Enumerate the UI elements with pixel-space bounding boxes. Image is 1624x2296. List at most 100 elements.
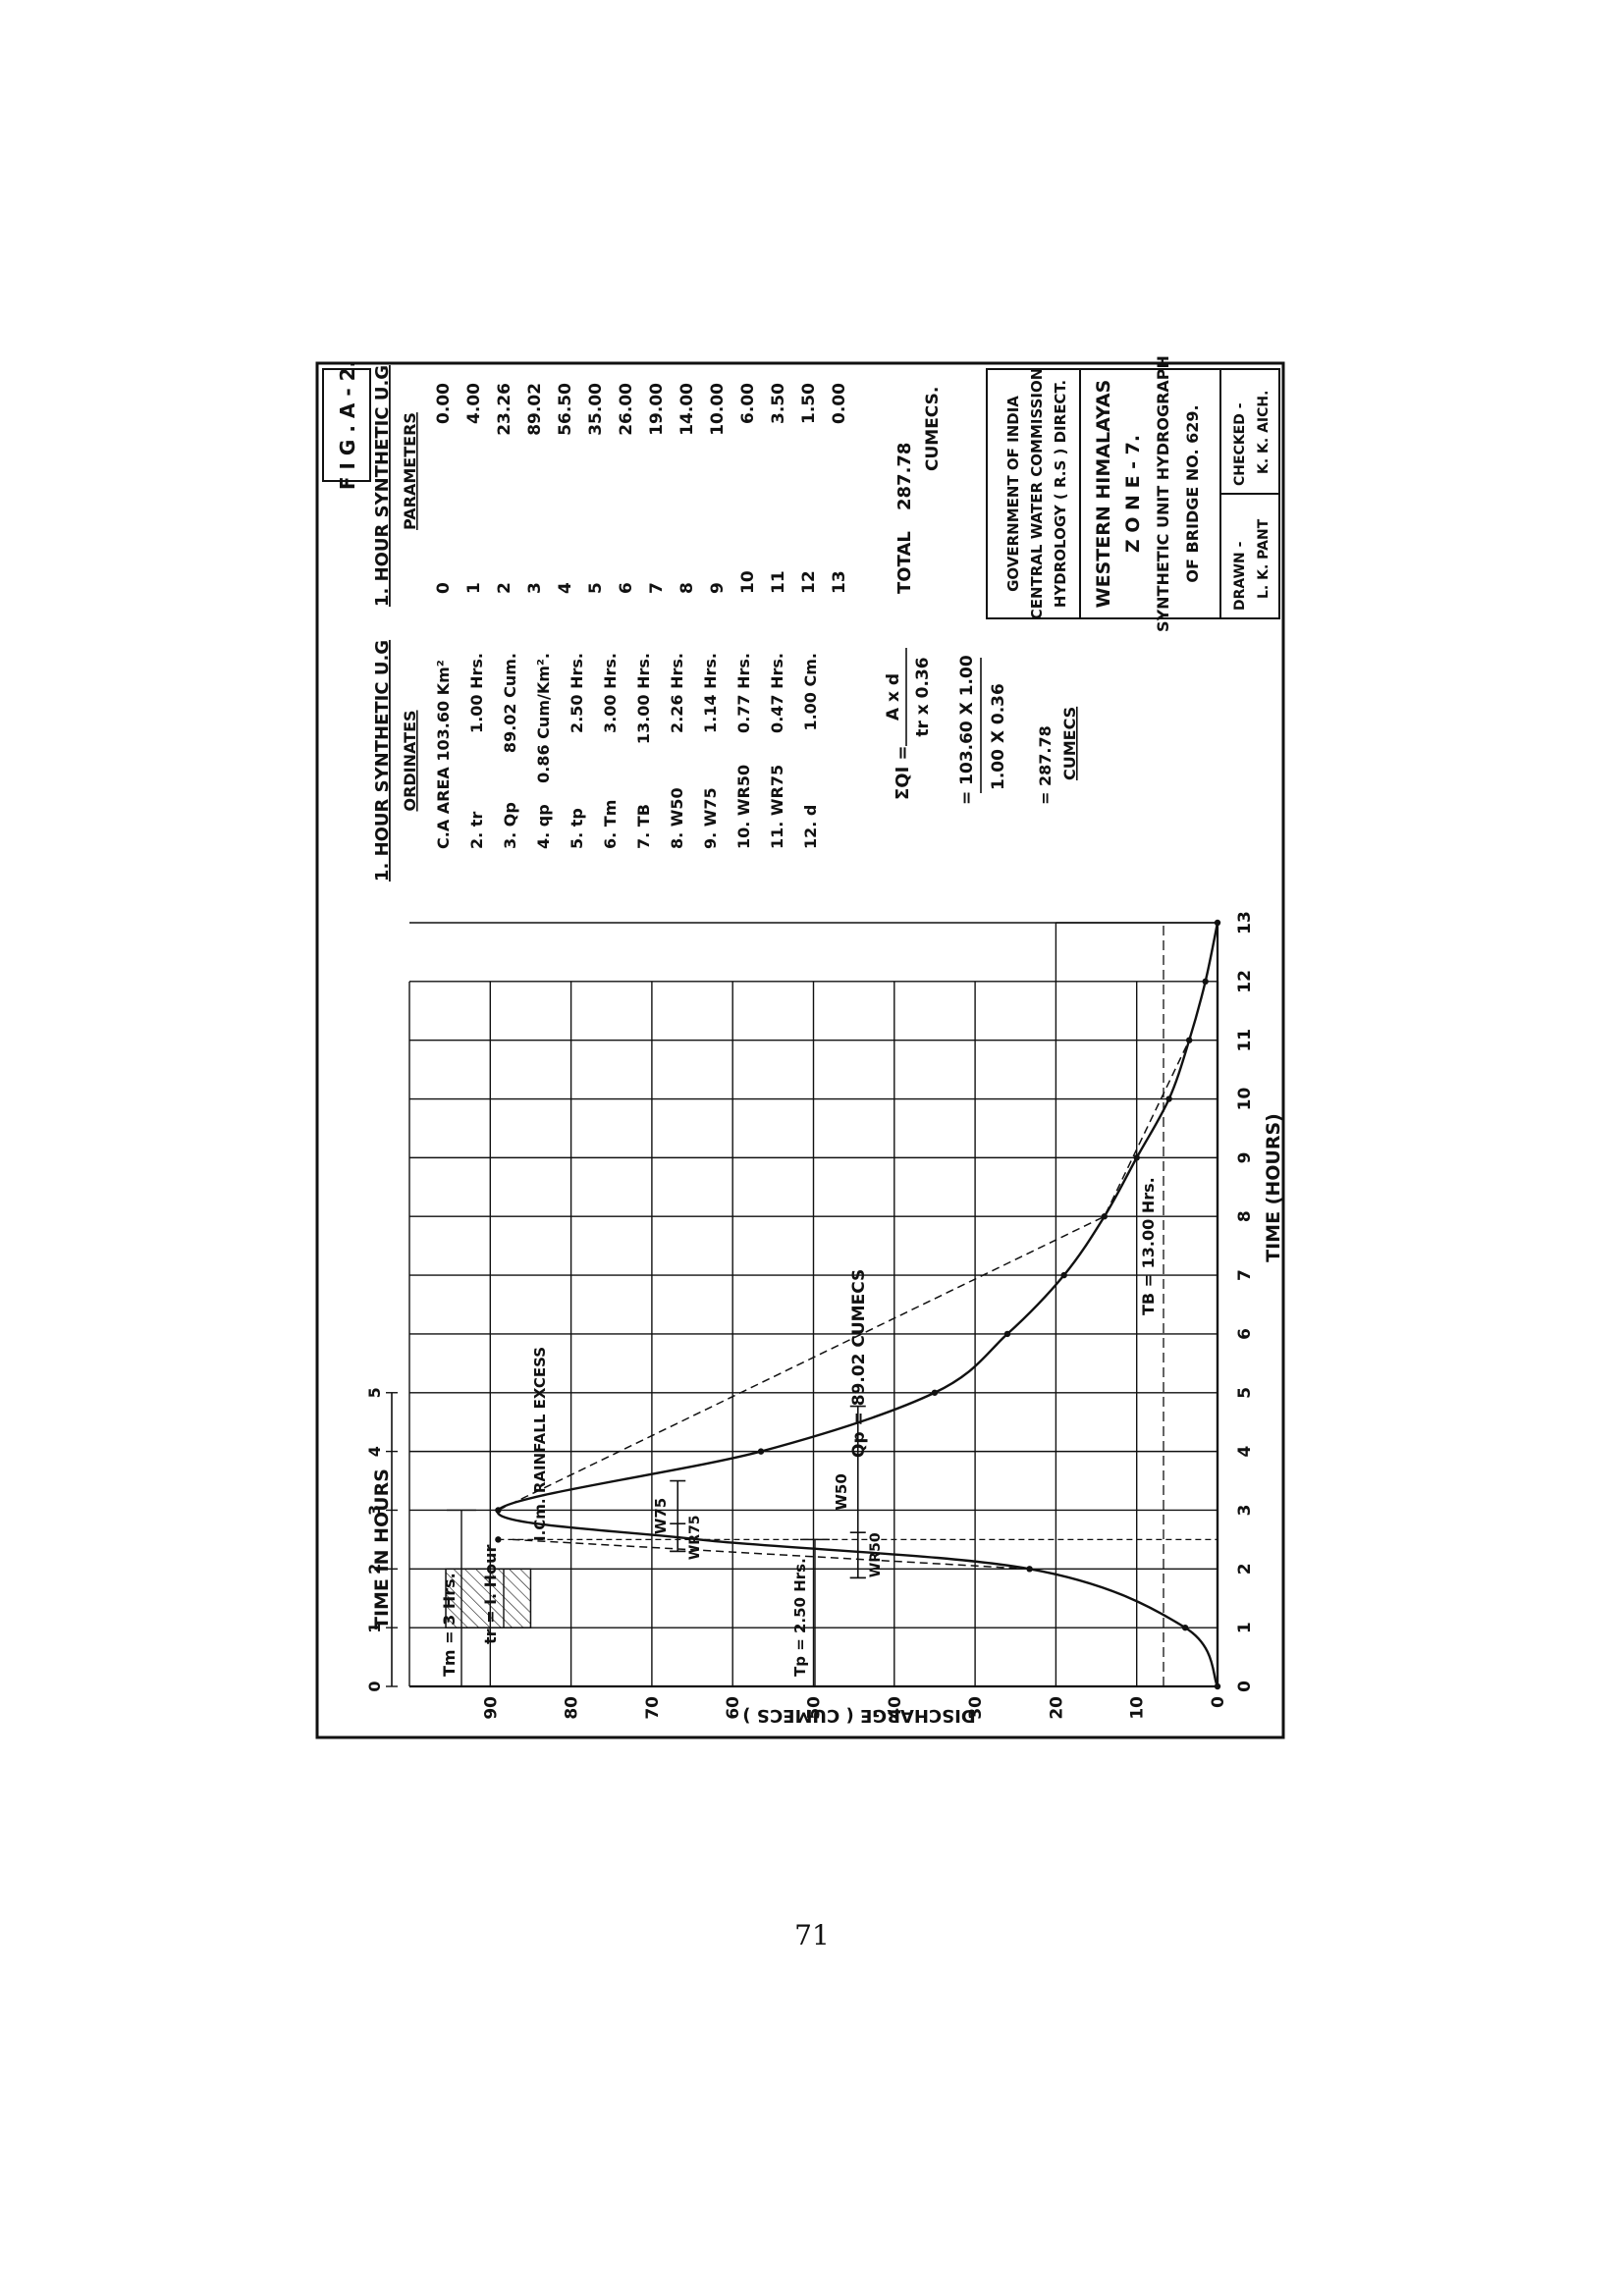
- x-tick-label: 4: [1235, 1446, 1255, 1458]
- figure-label-box: [322, 368, 371, 482]
- y-tick-label: 60: [724, 1696, 743, 1720]
- y-tick-label: 10: [1128, 1696, 1148, 1720]
- ordinate-label: 5. tp: [568, 808, 586, 849]
- parameter-time: 4: [556, 582, 575, 594]
- ordinate-label: 11. WR75: [768, 765, 786, 849]
- rainfall-annotation: I.Cm. RAINFALL EXCESS: [531, 1347, 549, 1541]
- parameters-heading: 1. HOUR SYNTHETIC U.G: [372, 365, 393, 607]
- x-tick-label: 7: [1235, 1269, 1255, 1281]
- parameter-discharge: 1.50: [799, 383, 819, 424]
- calc-denominator: 1.00 X 0.36: [989, 683, 1008, 790]
- parameter-time: 1: [464, 582, 484, 594]
- width-label-w50: W50: [833, 1473, 850, 1510]
- parameter-discharge: 4.00: [464, 383, 484, 424]
- ordinate-value: 89.02 Cum.: [501, 653, 519, 753]
- ordinate-label: 8. W50: [668, 787, 686, 849]
- org-line-2: CENTRAL WATER COMMISSION: [1028, 368, 1046, 620]
- ordinate-value: 1.14 Hrs.: [701, 653, 720, 733]
- x-tick-label: 10: [1235, 1088, 1255, 1111]
- checked-label: CHECKED -: [1232, 402, 1248, 486]
- drawn-label: DRAWN -: [1232, 541, 1248, 611]
- calc-numerator: = 103.60 X 1.00: [957, 655, 977, 805]
- parameter-time: 6: [617, 582, 636, 594]
- formula-numerator: A x d: [884, 673, 903, 721]
- x-tick-label: 13: [1235, 911, 1255, 934]
- figure-label: F I G . A - 2.: [336, 360, 359, 490]
- parameter-time: 9: [708, 582, 728, 594]
- top-tick-label: 0: [365, 1681, 384, 1691]
- parameter-discharge: 35.00: [586, 383, 606, 436]
- parameter-discharge: 0.00: [434, 383, 454, 424]
- zone-title: Z O N E - 7.: [1122, 435, 1144, 553]
- parameter-discharge: 56.50: [556, 383, 575, 436]
- x-tick-label: 12: [1235, 970, 1255, 993]
- parameters-list: 00.0014.00223.26389.02456.50535.00626.00…: [434, 383, 849, 594]
- parameter-time: 2: [495, 582, 514, 594]
- total-label: TOTAL: [894, 531, 915, 594]
- ordinate-label: 3. Qp: [501, 802, 519, 849]
- top-axis-label: TIME IN HOURS: [371, 1468, 393, 1629]
- sheet-border: [315, 361, 1285, 1739]
- ordinate-value: 2.26 Hrs.: [668, 653, 686, 733]
- parameter-time: 7: [647, 582, 667, 594]
- y-tick-label: 0: [1209, 1696, 1228, 1708]
- page-number: 71: [794, 1919, 830, 1951]
- y-tick-label: 20: [1047, 1696, 1066, 1720]
- formula-lhs: ΣQI =: [893, 745, 913, 800]
- y-tick-label: 50: [805, 1696, 825, 1720]
- hydrograph-title-2: OF BRIDGE NO. 629.: [1183, 404, 1202, 582]
- x-tick-label: 8: [1235, 1210, 1255, 1222]
- top-tick-label: 4: [365, 1446, 384, 1457]
- width-label-w75: W75: [652, 1498, 670, 1534]
- top-tick-label: 3: [365, 1505, 384, 1516]
- x-tick-label: 9: [1235, 1151, 1255, 1163]
- x-tick-label: 11: [1235, 1029, 1255, 1052]
- x-tick-label: 3: [1235, 1505, 1255, 1517]
- result-value: = 287.78: [1036, 725, 1055, 805]
- org-line-1: GOVERNMENT OF INDIA: [1004, 396, 1022, 592]
- parameter-discharge: 23.26: [495, 383, 514, 436]
- width-label-wr75: WR75: [687, 1515, 703, 1560]
- ordinate-value: 13.00 Hrs.: [634, 653, 653, 744]
- parameter-discharge: 0.00: [830, 383, 849, 424]
- ordinate-label: 9. W75: [701, 787, 720, 849]
- tb-annotation: TB = 13.00 Hrs.: [1139, 1177, 1158, 1315]
- total-unit: CUMECS.: [923, 387, 943, 471]
- ordinate-label: 6. Tm: [601, 800, 620, 849]
- chart-grid: [391, 922, 1219, 1688]
- x-axis-label: TIME (HOURS): [1263, 1113, 1284, 1262]
- checked-name: K. K. AICH.: [1256, 391, 1272, 474]
- ordinates-subheading: ORDINATES: [401, 710, 419, 811]
- y-tick-label: 70: [643, 1696, 663, 1720]
- parameter-discharge: 10.00: [708, 383, 728, 436]
- parameter-time: 10: [738, 570, 758, 594]
- rainfall-excess-block: [445, 1568, 532, 1629]
- x-tick-label: 0: [1235, 1681, 1255, 1692]
- y-axis-ticks: 0 10 20 30 40 50 60 70 80 90: [481, 1696, 1228, 1720]
- drawn-name: L. K. PANT: [1256, 518, 1272, 599]
- parameter-discharge: 89.02: [525, 383, 545, 436]
- top-tick-label: 2: [365, 1564, 384, 1575]
- top-tick-label: 5: [365, 1387, 384, 1398]
- parameter-time: 8: [677, 582, 697, 594]
- y-tick-label: 90: [481, 1696, 501, 1720]
- parameter-time: 3: [525, 582, 545, 594]
- y-tick-label: 40: [886, 1696, 905, 1720]
- ordinate-label: 2. tr: [467, 812, 486, 849]
- ordinate-value: 2.50 Hrs.: [568, 653, 586, 733]
- annotation-lines: [447, 923, 1218, 1686]
- qp-annotation: Qp = 89.02 CUMECS: [849, 1269, 869, 1458]
- parameter-time: 0: [434, 582, 454, 594]
- parameter-discharge: 26.00: [617, 383, 636, 436]
- y-axis-label: DISCHARGE ( CUMECS ): [742, 1705, 976, 1726]
- title-block: [986, 368, 1280, 619]
- parameter-time: 11: [769, 570, 788, 594]
- y-tick-label: 80: [563, 1696, 582, 1720]
- ordinate-label: 10. WR50: [734, 765, 753, 849]
- total-value: 287.78: [894, 443, 915, 510]
- y-tick-label: 30: [966, 1696, 986, 1720]
- parameter-discharge: 3.50: [769, 383, 788, 424]
